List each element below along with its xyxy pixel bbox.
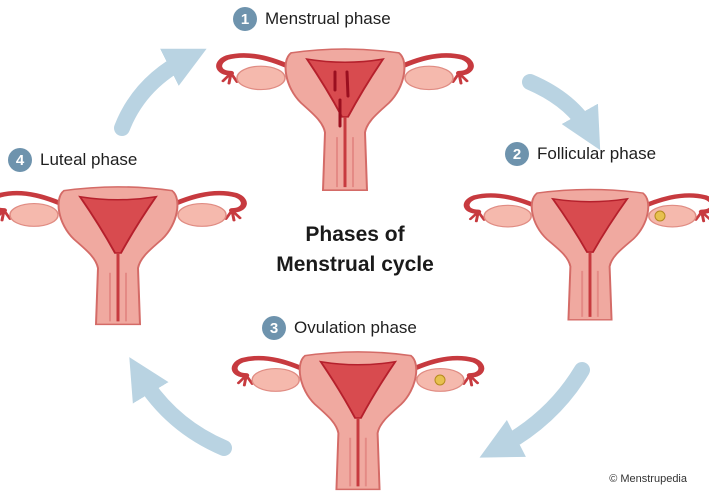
phase-label-luteal: 4 Luteal phase [8,148,137,172]
arrow-luteal-to-menstrual [114,48,207,136]
phase-label-follicular: 2 Follicular phase [505,142,656,166]
arrow-ovulation-to-luteal [129,357,232,456]
diagram-title: Phases of Menstrual cycle [220,220,490,280]
phase-number-badge: 1 [233,7,257,31]
phase-label-text: Menstrual phase [265,9,391,28]
phase-label-ovulation: 3 Ovulation phase [262,316,417,340]
uterus-illustration-luteal [0,187,244,325]
uterus-illustration-ovulation [235,352,482,490]
phase-label-menstrual: 1 Menstrual phase [233,7,391,31]
uterus-illustration-menstrual [219,49,471,190]
arrow-menstrual-to-follicular [522,74,601,151]
title-line-1: Phases of [305,223,405,246]
copyright-notice: © Menstrupedia [609,473,687,485]
title-line-2: Menstrual cycle [276,253,434,276]
phase-number-badge: 3 [262,316,286,340]
phase-label-text: Ovulation phase [294,318,417,337]
phase-number-badge: 4 [8,148,32,172]
phase-label-text: Follicular phase [537,144,657,163]
uterus-illustration-follicular [467,189,709,319]
phase-label-text: Luteal phase [40,150,138,169]
arrow-follicular-to-ovulation [479,362,590,458]
phase-number-badge: 2 [505,142,529,166]
